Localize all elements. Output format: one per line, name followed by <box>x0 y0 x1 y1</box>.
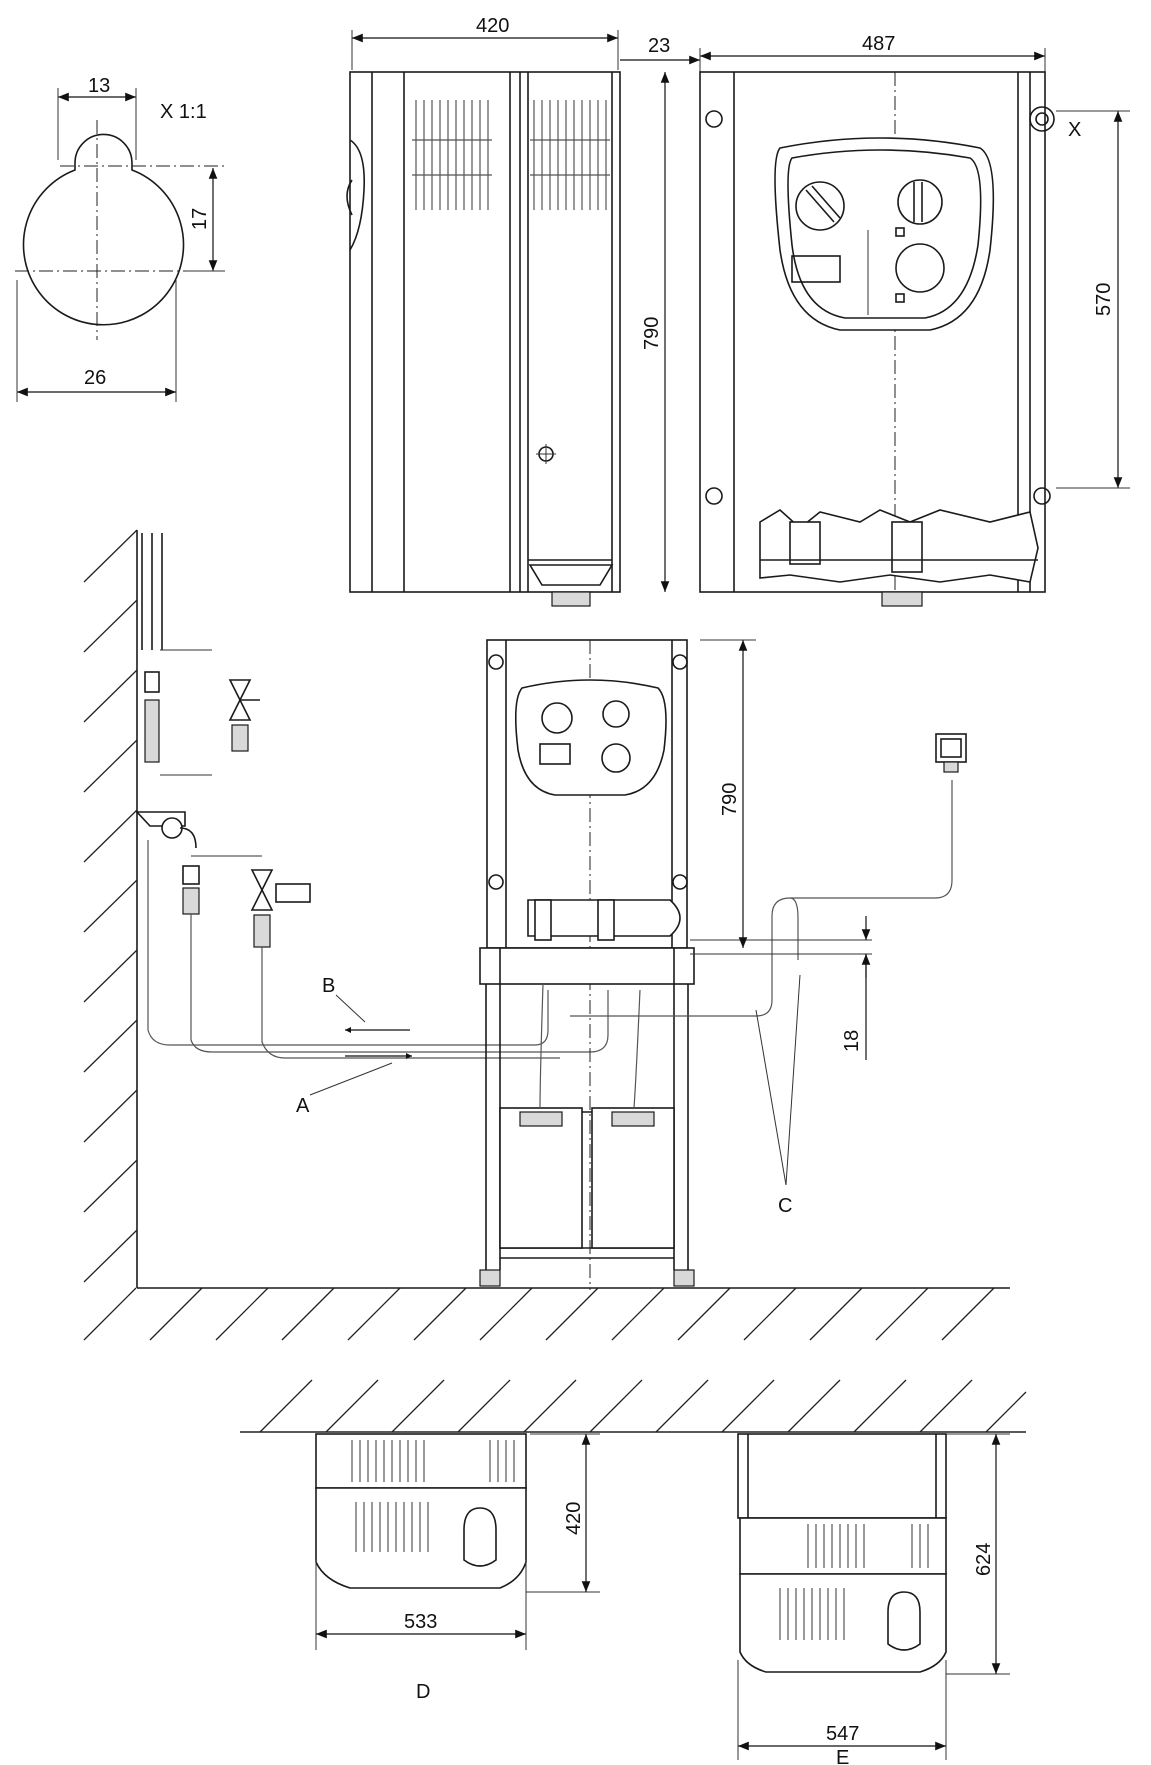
ceiling-hatch <box>240 1379 1027 1433</box>
keyhole-offset-label: 17 <box>189 208 211 230</box>
keyhole-width-label: 13 <box>88 75 110 97</box>
keyhole-detail: 13 X 1:1 17 26 <box>15 75 225 402</box>
view-e-width-label: 547 <box>826 1723 859 1745</box>
keyhole-diameter-label: 26 <box>84 367 106 389</box>
side-height-label: 790 <box>641 317 663 350</box>
view-d-depth-label: 420 <box>563 1502 585 1535</box>
view-e: 624 547 E <box>737 1433 1010 1765</box>
side-view: 420 23 7 <box>346 15 700 607</box>
view-e-label: E <box>836 1747 849 1765</box>
front-width-label: 487 <box>862 33 895 55</box>
supply-label: A <box>296 1095 310 1117</box>
view-d-width-label: 533 <box>404 1611 437 1633</box>
view-d-label: D <box>416 1681 430 1703</box>
condensate-label: C <box>778 1195 792 1217</box>
scale-label: X 1:1 <box>160 101 207 123</box>
offset-label: 23 <box>648 35 670 57</box>
mounting-distance-label: 570 <box>1093 283 1115 316</box>
side-width-label: 420 <box>476 15 509 37</box>
view-e-depth-label: 624 <box>973 1543 995 1576</box>
return-label: B <box>322 975 335 997</box>
front-view: 487 X 570 <box>699 33 1130 607</box>
gap-label: 18 <box>841 1030 863 1052</box>
view-d: 420 533 D <box>315 1433 600 1703</box>
stand-height-label: 790 <box>719 783 741 816</box>
installation-view: B A <box>83 529 1010 1341</box>
keyhole-marker: X <box>1068 119 1081 141</box>
